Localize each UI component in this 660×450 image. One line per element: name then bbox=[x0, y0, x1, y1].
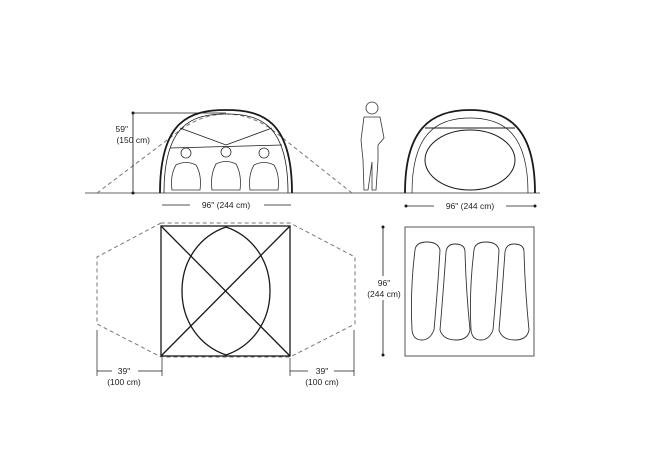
side-width-label: 96" (244 cm) bbox=[202, 200, 251, 210]
vestibule-outline bbox=[96, 222, 356, 358]
sleeping-bag-icon bbox=[469, 241, 500, 341]
front-view: 96" (244 cm) bbox=[355, 101, 540, 212]
side-view: 59" (150 cm) 96" (244 cm) bbox=[85, 109, 355, 211]
guy-lines bbox=[179, 127, 273, 146]
seated-person-icon bbox=[249, 147, 279, 191]
left-vestibule-label: 39" bbox=[118, 366, 130, 376]
sleeping-layout: 96" (244 cm) bbox=[364, 225, 535, 357]
door-opening bbox=[424, 129, 516, 191]
tent-arch-inner bbox=[163, 113, 289, 194]
pole-ellipse bbox=[181, 226, 271, 356]
floor-plan: 39" (100 cm) 39" (100 cm) bbox=[96, 222, 356, 387]
standing-person-icon bbox=[360, 101, 385, 191]
floor-rect bbox=[160, 225, 291, 357]
left-vestibule-metric: (100 cm) bbox=[107, 377, 141, 387]
tent-arch bbox=[159, 109, 293, 194]
seated-people bbox=[171, 146, 279, 191]
pole-diagonal bbox=[160, 225, 291, 357]
right-vestibule-label: 39" bbox=[316, 366, 328, 376]
sleeping-bag-icon bbox=[439, 243, 471, 341]
front-width-label: 96" (244 cm) bbox=[446, 201, 495, 211]
floor-rect bbox=[404, 226, 535, 357]
length-metric: (244 cm) bbox=[367, 289, 401, 299]
seated-person-icon bbox=[211, 146, 241, 191]
right-vestibule-metric: (100 cm) bbox=[305, 377, 339, 387]
sleeping-bags bbox=[410, 241, 530, 341]
sleeping-bag-icon bbox=[410, 241, 441, 341]
tent-front-inner bbox=[411, 117, 529, 194]
height-metric-label: (150 cm) bbox=[116, 135, 150, 145]
crossbar bbox=[169, 144, 283, 149]
tent-front-arch bbox=[404, 109, 536, 194]
sleeping-bag-icon bbox=[498, 243, 530, 341]
length-label: 96" bbox=[378, 278, 390, 288]
seated-person-icon bbox=[171, 147, 201, 191]
rainfly-outline bbox=[96, 113, 353, 194]
height-label: 59" bbox=[116, 124, 128, 134]
